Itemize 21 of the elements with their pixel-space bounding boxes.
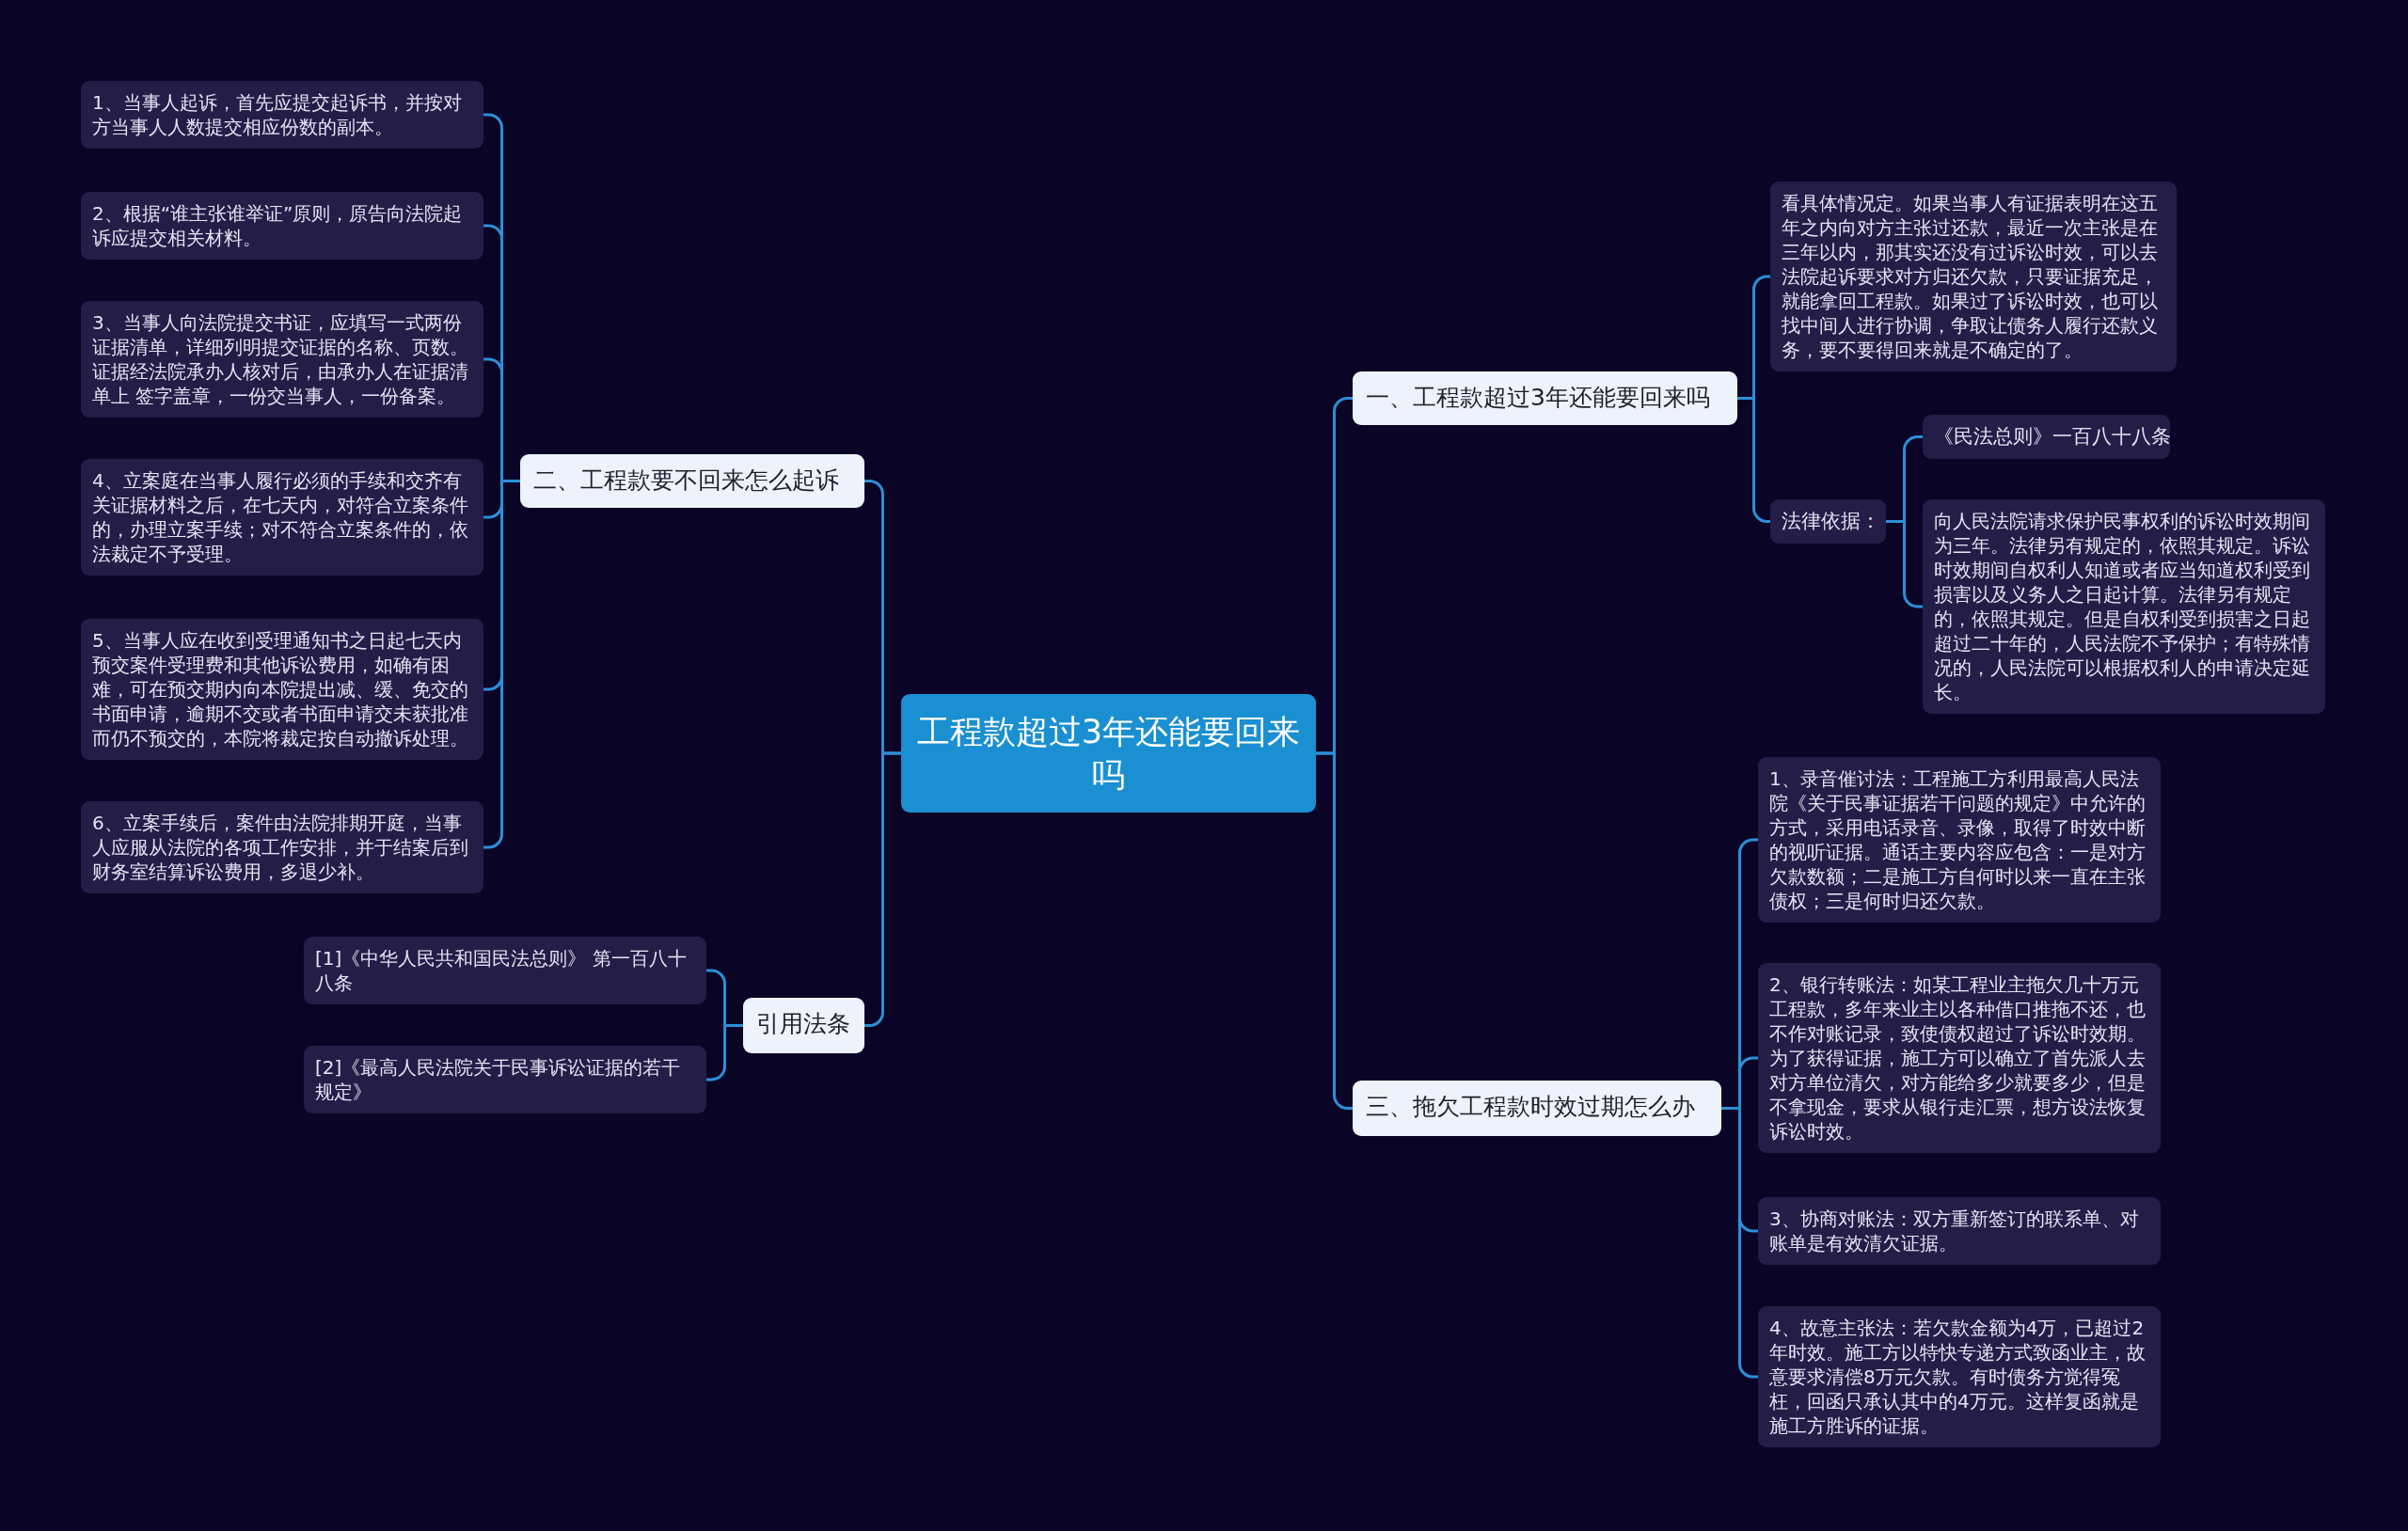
text-card: 看具体情况定。如果当事人有证据表明在这五年之内向对方主张过还款，最近一次主张是在三年以内，那其实还没有过诉讼时效，可以去法院起诉要求对方归还欠款，只要证据充足，就能拿回工程款。如果过了诉讼时效，也可以找中间人进行协调，争取让债务人履行还款义务，要不要得回来就是不确定的了。 bbox=[1770, 182, 2177, 371]
text-card: 《民法总则》一百八十八条 bbox=[1923, 415, 2170, 459]
text-card: 5、当事人应在收到受理通知书之日起七天内预交案件受理费和其他诉讼费用，如确有困难，可在预交期内向本院提出减、缓、免交的书面申请，逾期不交或者书面申请交未获批准而仍不预交的，本院将裁定按自动撤诉处理。 bbox=[81, 619, 483, 760]
text-card: 2、根据“谁主张谁举证”原则，原告向法院起诉应提交相关材料。 bbox=[81, 192, 483, 260]
text-card: 4、故意主张法：若欠款金额为4万，已超过2年时效。施工方以特快专递方式致函业主，故意要求清偿8万元欠款。有时债务方觉得冤枉，回函只承认其中的4万元。这样复函就是施工方胜诉的证据。 bbox=[1758, 1306, 2161, 1447]
text-card: [1]《中华人民共和国民法总则》 第一百八十八条 bbox=[304, 937, 706, 1004]
text-card: 3、协商对账法：双方重新签订的联系单、对账单是有效清欠证据。 bbox=[1758, 1197, 2161, 1265]
branch-topic-box: 二、工程款要不回来怎么起诉 bbox=[520, 454, 864, 508]
branch-topic-box: 三、拖欠工程款时效过期怎么办 bbox=[1353, 1081, 1721, 1136]
text-card: 4、立案庭在当事人履行必须的手续和交齐有关证据材料之后，在七天内，对符合立案条件的，办理立案手续；对不符合立案条件的，依法裁定不予受理。 bbox=[81, 459, 483, 576]
text-card: 1、录音催讨法：工程施工方利用最高人民法院《关于民事证据若干问题的规定》中允许的方式，采用电话录音、录像，取得了时效中断的视听证据。通话主要内容应包含：一是对方欠款数额；二是施工方自何时以来一直在主张债权；三是何时归还欠款。 bbox=[1758, 757, 2161, 923]
text-card: 3、当事人向法院提交书证，应填写一式两份证据清单，详细列明提交证据的名称、页数。证据经法院承办人核对后，由承办人在证据清单上 签字盖章，一份交当事人，一份备案。 bbox=[81, 301, 483, 418]
text-card: 向人民法院请求保护民事权利的诉讼时效期间为三年。法律另有规定的，依照其规定。诉讼时效期间自权利人知道或者应当知道权利受到损害以及义务人之日起计算。法律另有规定的，依照其规定。但是自权利受到损害之日起超过二十年的，人民法院不予保护；有特殊情况的，人民法院可以根据权利人的申请决定延长。 bbox=[1923, 499, 2325, 714]
central-topic-box: 工程款超过3年还能要回来吗 bbox=[901, 694, 1316, 813]
branch-topic-box: 引用法条 bbox=[743, 998, 864, 1053]
branch-topic-box: 一、工程款超过3年还能要回来吗 bbox=[1353, 371, 1737, 425]
text-card: 法律依据： bbox=[1770, 499, 1886, 544]
text-card: 1、当事人起诉，首先应提交起诉书，并按对方当事人人数提交相应份数的副本。 bbox=[81, 81, 483, 149]
text-card: 6、立案手续后，案件由法院排期开庭，当事人应服从法院的各项工作安排，并于结案后到财务室结算诉讼费用，多退少补。 bbox=[81, 801, 483, 893]
text-card: [2]《最高人民法院关于民事诉讼证据的若干规定》 bbox=[304, 1046, 706, 1113]
text-card: 2、银行转账法：如某工程业主拖欠几十万元工程款，多年来业主以各种借口推拖不还，也不作对账记录，致使债权超过了诉讼时效期。为了获得证据，施工方可以确立了首先派人去对方单位清欠，对方能给多少就要多少，但是不拿现金，要求从银行走汇票，想方设法恢复诉讼时效。 bbox=[1758, 963, 2161, 1153]
